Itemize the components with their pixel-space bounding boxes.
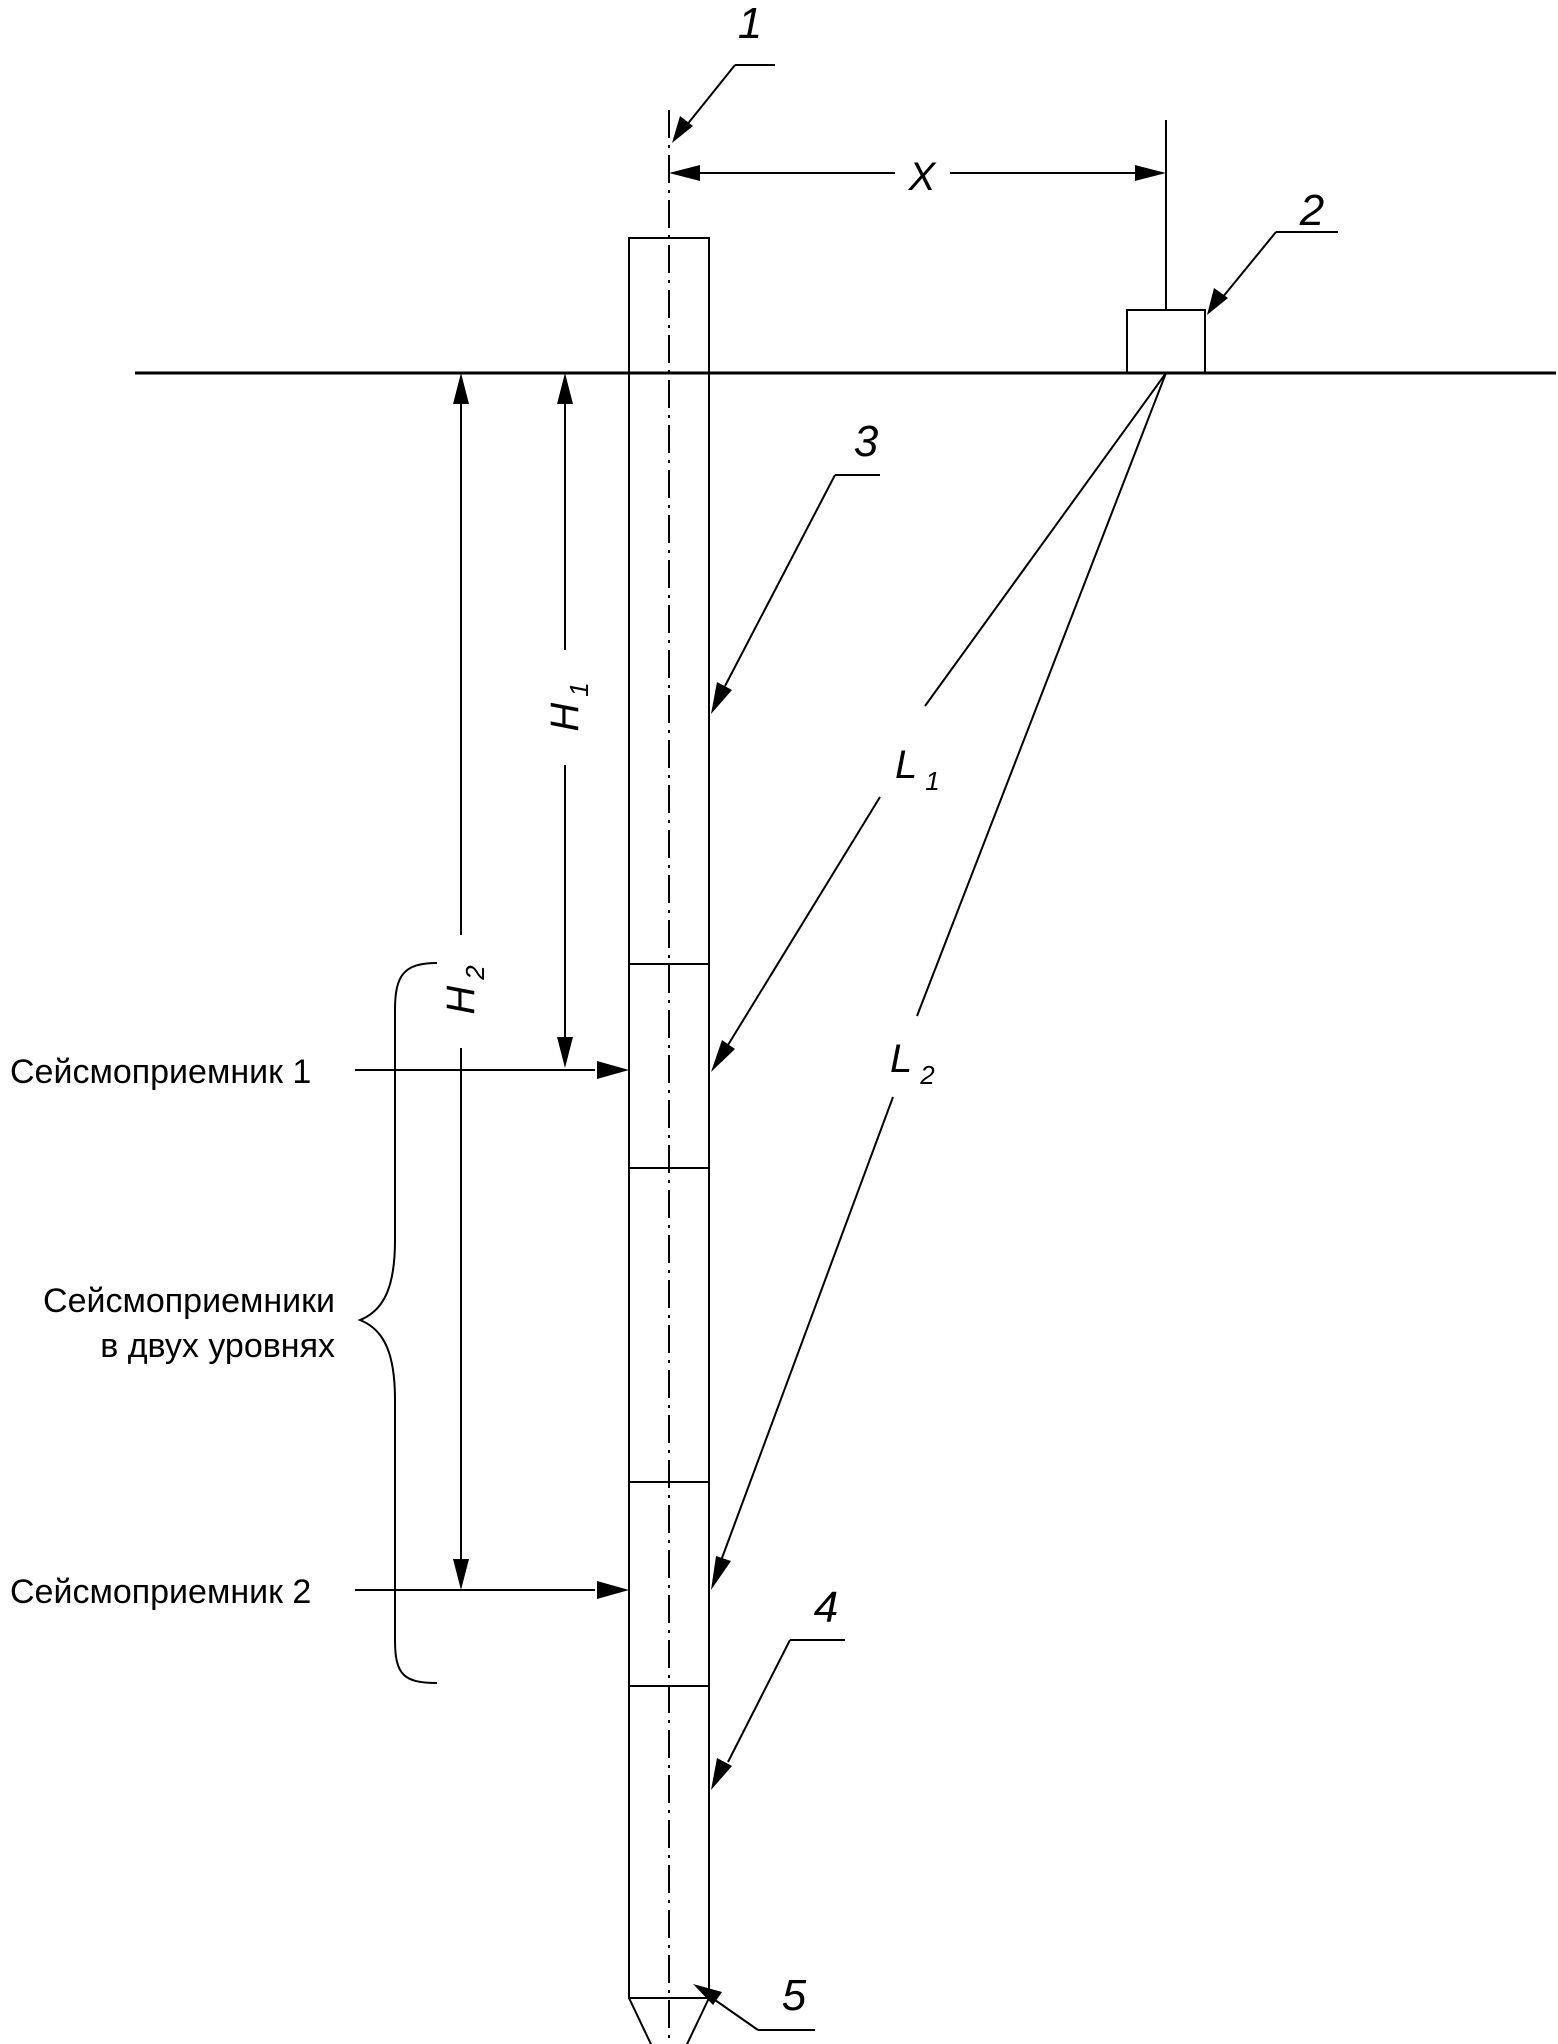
probe-body <box>628 237 710 2044</box>
callout-3-number: 3 <box>854 417 879 466</box>
receiver-1-arrow <box>355 1061 629 1079</box>
callout-4: 4 <box>711 1583 845 1790</box>
callout-2-number: 2 <box>1299 186 1324 235</box>
probe-cone-tip <box>628 1997 710 2044</box>
dimension-h2: H2 <box>439 373 490 1590</box>
callout-3: 3 <box>711 417 880 714</box>
dimension-h2-label: H2 <box>439 965 490 1015</box>
callout-1-number: 1 <box>738 0 762 48</box>
dimension-x: X <box>669 155 1166 199</box>
receiver-2-arrow <box>355 1581 629 1599</box>
receivers-brace <box>357 962 438 1684</box>
callout-4-number: 4 <box>814 1583 838 1632</box>
dimension-x-label: X <box>908 155 937 199</box>
receiver-2-label: Сейсмоприемник 2 <box>10 1573 311 1611</box>
dimension-h1: H1 <box>543 373 594 1068</box>
seismic-source-box <box>1126 309 1206 374</box>
dimension-h1-label: H1 <box>543 682 594 731</box>
receivers-label-line1: Сейсмоприемники <box>43 1282 335 1320</box>
callout-5: 5 <box>693 1971 815 2031</box>
callout-1: 1 <box>672 0 775 143</box>
receiver-1-label: Сейсмоприемник 1 <box>10 1053 311 1091</box>
receivers-label-line2: в двух уровнях <box>100 1327 335 1365</box>
callout-2: 2 <box>1207 186 1338 315</box>
callout-5-number: 5 <box>782 1971 807 2020</box>
